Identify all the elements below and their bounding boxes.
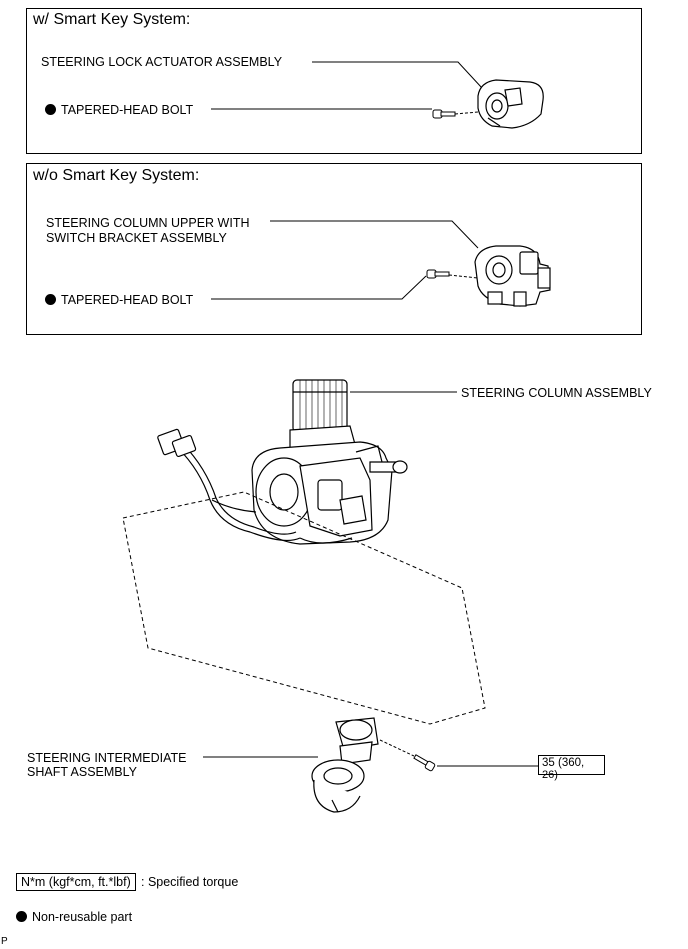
non-reusable-legend: Non-reusable part: [16, 910, 132, 925]
column-upper-switch-bracket-icon: [474, 245, 551, 307]
tapered-head-bolt-label-2: TAPERED-HEAD BOLT: [45, 293, 193, 308]
tapered-head-bolt-label-1: TAPERED-HEAD BOLT: [45, 103, 193, 118]
no-smart-key-heading: w/o Smart Key System:: [33, 167, 200, 184]
column-upper-label-line2: SWITCH BRACKET ASSEMBLY: [46, 231, 227, 245]
non-reusable-dot-icon: [16, 911, 27, 922]
wire-harness-icon: [177, 443, 353, 544]
corner-mark: P: [1, 936, 8, 947]
actuator-leader-line: [312, 61, 483, 89]
column-upper-leader-line: [270, 220, 479, 249]
smart-key-heading: w/ Smart Key System:: [33, 11, 191, 28]
connector-icon: [157, 428, 197, 457]
phantom-outline: [122, 491, 486, 725]
shaft-bolt-icon: [413, 754, 436, 772]
steering-lock-actuator-icon: [477, 79, 544, 129]
bolt-leader-line-2: [211, 275, 427, 300]
torque-unit-legend: N*m (kgf*cm, ft.*lbf): [16, 873, 136, 891]
intermediate-shaft-label-line1: STEERING INTERMEDIATE: [27, 751, 187, 765]
column-upper-label-line1: STEERING COLUMN UPPER WITH: [46, 216, 250, 230]
intermediate-shaft-label-line2: SHAFT ASSEMBLY: [27, 765, 137, 779]
no-smart-key-panel: [26, 163, 642, 335]
tapered-head-bolt-icon-2: [426, 269, 450, 279]
torque-value-box: 35 (360, 26): [538, 755, 605, 781]
steering-lock-actuator-label: STEERING LOCK ACTUATOR ASSEMBLY: [41, 55, 283, 69]
specified-torque-legend-text: : Specified torque: [141, 875, 239, 889]
tapered-head-bolt-icon-1: [432, 109, 456, 119]
torque-value-line2: 26): [542, 769, 558, 781]
non-reusable-dot-icon: [45, 104, 56, 115]
non-reusable-dot-icon: [45, 294, 56, 305]
steering-column-assembly-icon: [251, 379, 408, 545]
smart-key-panel: [26, 8, 642, 154]
torque-value-line1: 35 (360,: [542, 757, 585, 769]
steering-column-assembly-label: STEERING COLUMN ASSEMBLY: [461, 386, 652, 400]
intermediate-shaft-icon: [311, 717, 379, 813]
bolt-label-text: TAPERED-HEAD BOLT: [61, 293, 194, 307]
non-reusable-legend-text: Non-reusable part: [32, 910, 133, 924]
bolt-label-text: TAPERED-HEAD BOLT: [61, 103, 194, 117]
